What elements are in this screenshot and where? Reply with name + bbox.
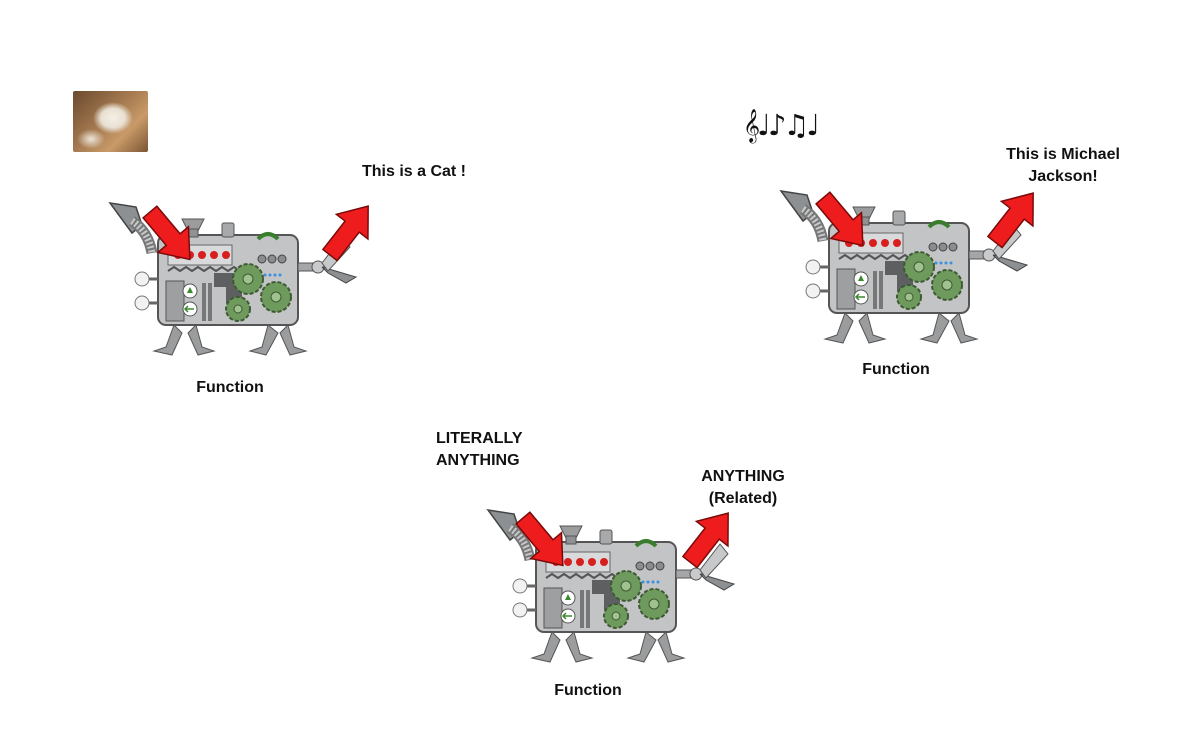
caption-cat: Function: [196, 379, 264, 396]
output-label-generic: ANYTHING (Related): [701, 468, 785, 507]
output-label-music: This is Michael Jackson!: [1006, 146, 1120, 185]
output-arrow-generic: [673, 500, 745, 576]
input-label-generic: LITERALLY ANYTHING: [436, 430, 523, 469]
cat-photo: [73, 91, 148, 152]
input-arrow-generic: [506, 504, 579, 580]
caption-generic: Function: [554, 682, 622, 699]
music-notes-icon: 𝄞♩♪♫♩: [743, 108, 820, 142]
caption-music: Function: [862, 361, 930, 378]
output-label-cat: This is a Cat !: [361, 163, 467, 180]
